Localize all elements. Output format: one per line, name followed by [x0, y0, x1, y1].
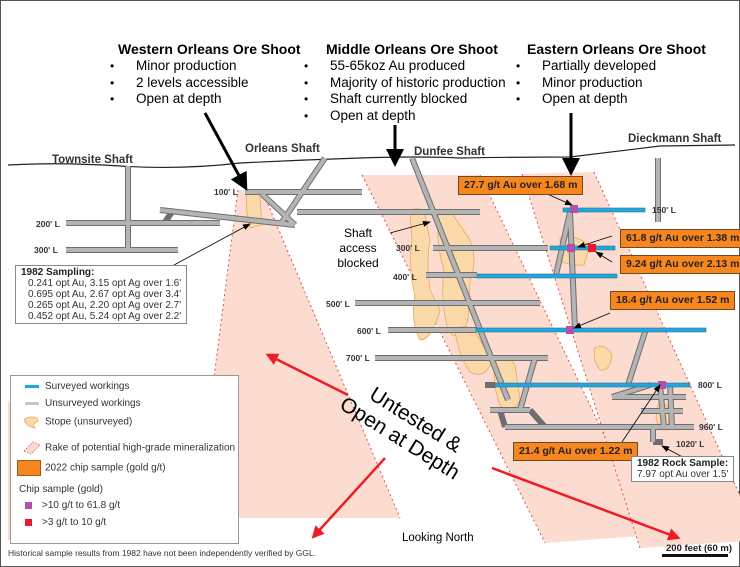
- rake-icon: [23, 441, 41, 455]
- middle-bullet: Majority of historic production: [304, 75, 506, 92]
- sampling-1982-row: 0.265 opt Au, 2.20 opt Ag over 2.7': [28, 300, 182, 311]
- chip-sample-21-4: 21.4 g/t Au over 1.22 m: [513, 442, 639, 461]
- eastern-ore-shoot-title: Eastern Orleans Ore Shoot: [527, 41, 706, 57]
- sampling-1982-row: 0.241 opt Au, 3.15 opt Ag over 1.6': [28, 278, 182, 289]
- sampling-1982-row: 0.695 opt Au, 2.67 opt Ag over 3.4': [28, 289, 182, 300]
- eastern-bullet: Open at depth: [516, 91, 706, 108]
- red-arrow-down-right: [491, 466, 681, 541]
- chip-marker-mid-300: [588, 244, 596, 252]
- level-label-960: 960' L: [699, 422, 723, 432]
- western-bullet: Open at depth: [110, 91, 301, 108]
- eastern-ore-shoot-block: Eastern Orleans Ore Shoot Partially deve…: [516, 41, 706, 108]
- middle-bullet: Open at depth: [304, 108, 506, 125]
- western-bullet: 2 levels accessible: [110, 75, 301, 92]
- red-arrow-down-left: [311, 457, 386, 539]
- scale-bar-label: 200 feet (60 m): [666, 543, 732, 554]
- high-grade-marker-icon: [25, 501, 32, 509]
- western-bullet: Minor production: [110, 58, 301, 75]
- shaft-label-townsite: Townsite Shaft: [52, 154, 133, 166]
- chip-marker-high-600: [566, 326, 574, 334]
- sampling-1982-row: 0.452 opt Au, 5.24 opt Ag over 2.2': [28, 311, 182, 322]
- legend: Surveyed workings Unsurveyed workings St…: [10, 375, 239, 544]
- rock-sample-1982-title: 1982 Rock Sample:: [637, 458, 729, 469]
- middle-bullet: 55-65koz Au produced: [304, 58, 506, 75]
- level-label-500: 500' L: [326, 299, 350, 309]
- shaft-label-orleans: Orleans Shaft: [245, 143, 320, 155]
- level-label-1020: 1020' L: [676, 439, 704, 449]
- eastern-bullet: Partially developed: [516, 58, 706, 75]
- middle-ore-shoot-block: Middle Orleans Ore Shoot 55-65koz Au pro…: [304, 41, 506, 124]
- level-label-150: 150' L: [652, 205, 676, 215]
- shaft-label-dunfee: Dunfee Shaft: [414, 146, 485, 158]
- legend-item-high-grade: >10 g/t to 61.8 g/t: [25, 500, 120, 511]
- level-label-400: 400' L: [393, 272, 417, 282]
- chip-sample-27-7: 27.7 g/t Au over 1.68 m: [458, 176, 584, 195]
- chip-sample-9-24: 9.24 g/t Au over 2.13 m: [620, 255, 740, 274]
- surveyed-workings-icon: [25, 384, 39, 388]
- rock-sample-1982-note: 1982 Rock Sample: 7.97 opt Au over 1.5': [631, 456, 735, 482]
- middle-ore-shoot-title: Middle Orleans Ore Shoot: [326, 41, 498, 57]
- level-label-200: 200' L: [36, 219, 60, 229]
- mid-grade-marker-icon: [25, 518, 32, 526]
- legend-item-unsurveyed: Unsurveyed workings: [25, 398, 141, 409]
- middle-bullet: Shaft currently blocked: [304, 91, 506, 108]
- level-label-300-west: 300' L: [34, 245, 58, 255]
- legend-item-mid-grade: >3 g/t to 10 g/t: [25, 517, 106, 528]
- legend-item-surveyed: Surveyed workings: [25, 381, 129, 392]
- legend-item-stope: Stope (unsurveyed): [23, 415, 132, 429]
- sampling-1982-note: 1982 Sampling: 0.241 opt Au, 3.15 opt Ag…: [15, 265, 188, 324]
- rock-sample-1982-value: 7.97 opt Au over 1.5': [637, 469, 729, 480]
- stope-icon: [23, 416, 39, 429]
- chip-marker-high-150: [570, 205, 578, 213]
- chip-sample-61-8: 61.8 g/t Au over 1.38 m: [620, 229, 740, 248]
- unsurveyed-workings-icon: [25, 401, 39, 405]
- sampling-1982-title: 1982 Sampling:: [21, 267, 95, 278]
- chip-sample-18-4: 18.4 g/t Au over 1.52 m: [610, 291, 736, 310]
- shaft-label-dieckmann: Dieckmann Shaft: [628, 133, 721, 145]
- chip-sample-box-icon: [17, 460, 41, 476]
- western-ore-shoot-block: Western Orleans Ore Shoot Minor producti…: [110, 41, 301, 108]
- leader-lines: [173, 192, 691, 462]
- legend-item-rake: Rake of potential high-grade mineralizat…: [23, 441, 235, 455]
- legend-item-chip-2022: 2022 chip sample (gold g/t): [17, 460, 166, 476]
- unsurveyed-workings-fill: [66, 156, 694, 442]
- red-arrow-up-left: [265, 353, 349, 397]
- west-pointer-arrow: [203, 112, 248, 191]
- shaft-access-note: Shaft access blocked: [337, 226, 379, 270]
- view-direction-label: Looking North: [402, 532, 474, 544]
- level-label-800: 800' L: [698, 380, 722, 390]
- scale-bar: [662, 554, 728, 557]
- level-label-700: 700' L: [346, 353, 370, 363]
- level-label-300-middle: 300' L: [396, 243, 420, 253]
- eastern-bullet: Minor production: [516, 75, 706, 92]
- level-label-600: 600' L: [357, 326, 381, 336]
- level-label-100: 100' L: [214, 187, 238, 197]
- disclaimer: Historical sample results from 1982 have…: [8, 548, 317, 558]
- western-ore-shoot-title: Western Orleans Ore Shoot: [118, 41, 301, 57]
- chip-marker-high-300: [567, 244, 575, 252]
- chip-marker-high-800: [658, 381, 666, 389]
- legend-chip-heading: Chip sample (gold): [19, 484, 103, 495]
